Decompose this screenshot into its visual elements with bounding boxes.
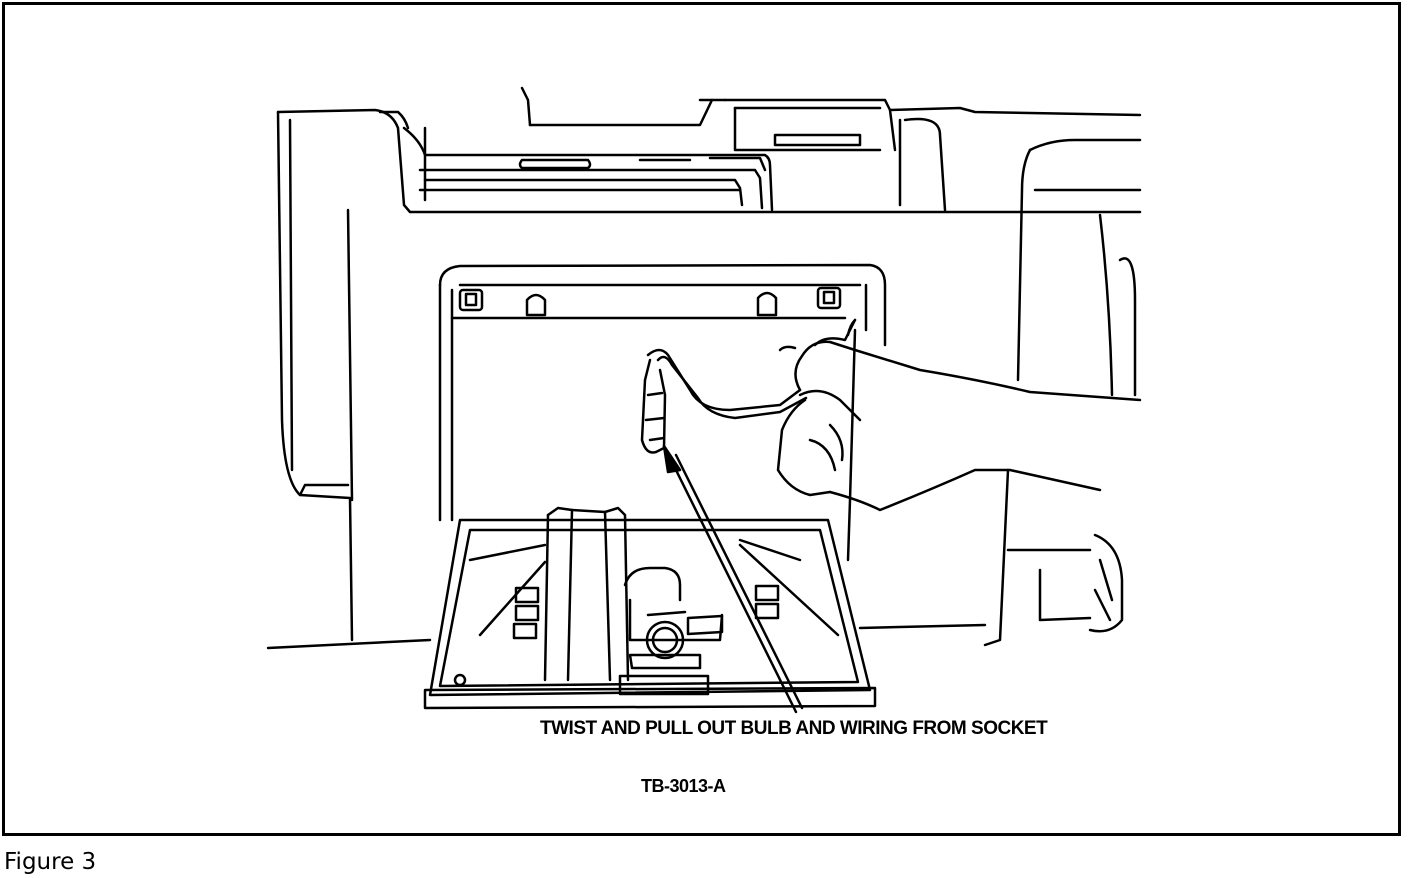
dash-left-panel xyxy=(276,108,1142,642)
floor-line xyxy=(266,638,432,650)
figure-caption: Figure 3 xyxy=(4,849,97,875)
callout-arrow xyxy=(662,444,804,714)
dash-upper-opening xyxy=(402,86,774,212)
bulb-and-wiring xyxy=(640,348,808,454)
drawing-id: TB-3013-A xyxy=(641,776,726,796)
dash-right-panel xyxy=(983,138,1142,647)
dash-upper-right-vent xyxy=(723,98,1142,212)
instrument-cluster xyxy=(423,506,877,710)
callout-label: TWIST AND PULL OUT BULB AND WIRING FROM … xyxy=(540,718,1048,739)
floor-line-right xyxy=(858,623,987,630)
figure-frame xyxy=(2,2,1401,836)
cluster-opening xyxy=(438,263,887,562)
hand xyxy=(776,318,1142,512)
